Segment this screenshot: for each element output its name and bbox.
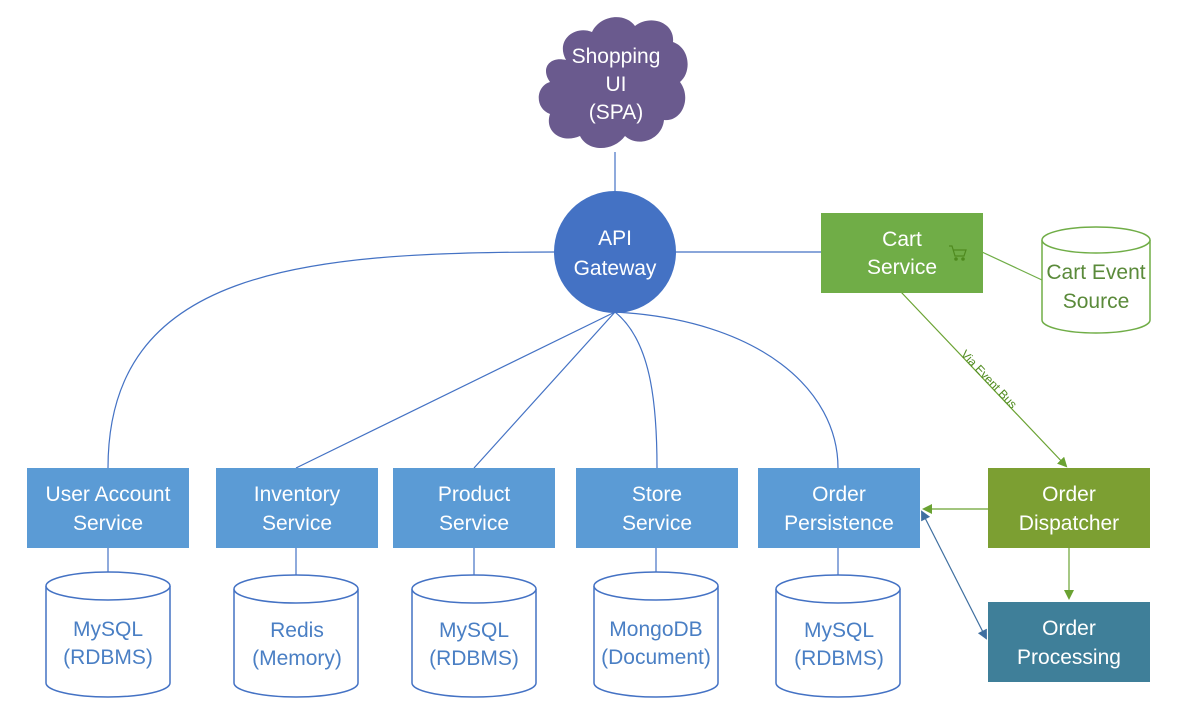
service-label-line-1: User Account [46,483,171,506]
product-db[interactable]: MySQL (RDBMS) [411,574,537,698]
gateway-to-product-connector [473,311,616,469]
product-service-node[interactable]: Product Service [393,468,555,548]
db-top [411,574,537,604]
processing-box [988,602,1150,682]
db-body [775,589,901,698]
db-label-line-2: (RDBMS) [63,646,153,669]
order-persistence-service-node[interactable]: Order Persistence [758,468,920,548]
db-body [45,586,171,698]
dispatcher-label-line-2: Dispatcher [1019,512,1119,535]
cloud-label-line-1: Shopping [572,45,661,68]
gateway-circle [554,191,676,313]
persistence-processing-bidirectional-arrow [921,510,987,640]
db-label-line-2: (RDBMS) [794,647,884,670]
cart-service-box [821,213,983,293]
db-label-line-1: MySQL [439,619,509,642]
db-label-line-1: MySQL [73,618,143,641]
db-label-line-1: MongoDB [609,618,702,641]
cart-db-label-line-1: Cart Event [1046,261,1145,284]
shopping-cart-icon [949,245,967,261]
shopping-ui-cloud[interactable]: Shopping UI (SPA) [538,17,688,148]
db-top [45,571,171,601]
inventory-service-node[interactable]: Inventory Service [216,468,378,548]
cart-to-event-source-connector [981,251,1043,281]
gateway-label-line-1: API [598,227,632,250]
service-label-line-1: Store [632,483,682,506]
user-account-db[interactable]: MySQL (RDBMS) [45,571,171,698]
service-label-line-2: Service [262,512,332,535]
cart-service-node[interactable]: Cart Service [821,213,983,293]
gateway-to-store-connector [614,311,658,469]
db-body [593,586,719,698]
store-service-node[interactable]: Store Service [576,468,738,548]
gateway-to-order-persistence-connector [614,311,839,469]
cloud-label-line-3: (SPA) [589,101,643,124]
cart-db-label-line-2: Source [1063,290,1130,313]
order-processing-node[interactable]: Order Processing [988,602,1150,682]
service-label-line-1: Product [438,483,511,506]
service-box [393,468,555,548]
cart-event-source-db[interactable]: Cart Event Source [1041,226,1151,334]
service-label-line-2: Service [622,512,692,535]
dispatcher-box [988,468,1150,548]
db-label-line-2: (RDBMS) [429,647,519,670]
gateway-label-line-2: Gateway [574,257,657,280]
cart-to-dispatcher-arrow [900,291,1068,468]
cart-db-body [1041,240,1151,334]
db-body [411,589,537,698]
db-top [775,574,901,604]
service-label-line-2: Service [73,512,143,535]
service-label-line-1: Inventory [254,483,341,506]
store-db[interactable]: MongoDB (Document) [593,571,719,698]
cart-service-label-line-2: Service [867,256,937,279]
db-label-line-2: (Document) [601,646,711,669]
cart-service-label-line-1: Cart [882,228,922,251]
processing-label-line-1: Order [1042,617,1096,640]
db-top [593,571,719,601]
service-box [216,468,378,548]
cloud-shape [538,17,688,148]
db-label-line-2: (Memory) [252,647,342,670]
service-label-line-2: Persistence [784,512,894,535]
db-top [233,574,359,604]
db-label-line-1: MySQL [804,619,874,642]
cart-db-top [1041,226,1151,254]
cloud-label-line-2: UI [606,73,627,96]
order-persistence-db[interactable]: MySQL (RDBMS) [775,574,901,698]
event-bus-label: Via Event Bus [958,347,1020,411]
processing-label-line-2: Processing [1017,646,1121,669]
service-label-line-1: Order [812,483,866,506]
service-box [576,468,738,548]
db-label-line-1: Redis [270,619,324,642]
api-gateway-node[interactable]: API Gateway [554,191,676,313]
service-box [27,468,189,548]
service-label-line-2: Service [439,512,509,535]
gateway-to-inventory-connector [295,311,616,469]
inventory-db[interactable]: Redis (Memory) [233,574,359,698]
gateway-to-user-account-connector [107,251,556,469]
user-account-service-node[interactable]: User Account Service [27,468,189,548]
order-dispatcher-node[interactable]: Order Dispatcher [988,468,1150,548]
dispatcher-label-line-1: Order [1042,483,1096,506]
service-box [758,468,920,548]
db-body [233,589,359,698]
